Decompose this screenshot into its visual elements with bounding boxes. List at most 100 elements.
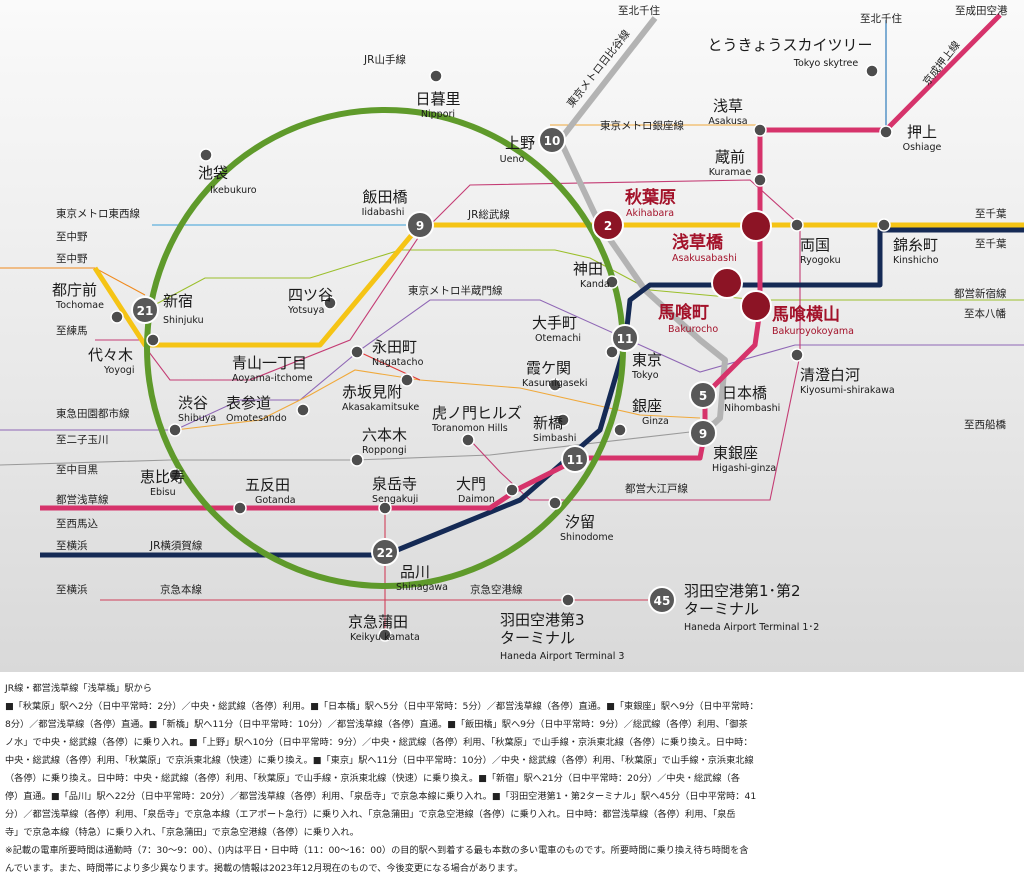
svg-text:虎ノ門ヒルズ: 虎ノ門ヒルズ (432, 404, 522, 422)
svg-text:Shinodome: Shinodome (560, 532, 614, 543)
svg-text:Ginza: Ginza (642, 416, 669, 427)
svg-text:Asakusabashi: Asakusabashi (672, 253, 737, 264)
line-labels: JR山手線 JR総武線 東京メトロ東西線 東京メトロ半蔵門線 東京メトロ銀座線 … (56, 27, 1007, 596)
hibiya-thick (557, 16, 728, 435)
keisei-label: 京成押上線 (920, 38, 963, 88)
svg-text:都庁前: 都庁前 (52, 281, 97, 299)
badge-haneda12: 45 (648, 586, 676, 614)
svg-text:馬喰町: 馬喰町 (658, 302, 709, 323)
notes-line: ※記載の電車所要時間は通勤時（7：30〜9：00）、()内は平日・日中時（11：… (5, 845, 749, 856)
svg-text:至横浜: 至横浜 (56, 539, 88, 552)
minute-badges: 2 10 9 21 11 5 9 11 22 45 (131, 126, 717, 614)
station-ueno: 上野 Ueno (500, 134, 535, 165)
svg-text:新宿: 新宿 (163, 292, 193, 310)
svg-text:馬喰横山: 馬喰横山 (772, 304, 840, 325)
svg-text:汐留: 汐留 (565, 513, 595, 531)
badge-tokyo: 11 (611, 324, 639, 352)
svg-text:Ebisu: Ebisu (150, 487, 176, 498)
oedo-label: 都営大江戸線 (625, 482, 688, 495)
svg-text:浅草橋: 浅草橋 (672, 232, 724, 253)
svg-text:清澄白河: 清澄白河 (800, 366, 860, 384)
svg-text:押上: 押上 (907, 123, 937, 141)
asakusa-line (40, 13, 1002, 511)
notes-line: ■「秋葉原」駅へ2分（日中平常時：2分）／中央・総武線（各停）利用。■「日本橋」… (5, 701, 759, 712)
svg-text:Yoyogi: Yoyogi (103, 365, 134, 376)
svg-text:Higashi-ginza: Higashi-ginza (712, 463, 776, 474)
svg-text:5: 5 (699, 389, 707, 403)
svg-text:至中野: 至中野 (56, 230, 88, 243)
svg-text:池袋: 池袋 (198, 164, 228, 182)
asakusa-label: 都営浅草線 (56, 493, 109, 506)
svg-text:至成田空港: 至成田空港 (955, 4, 1008, 17)
svg-text:Akasakamitsuke: Akasakamitsuke (342, 402, 419, 413)
asakusabashi-dot (740, 210, 772, 242)
svg-text:永田町: 永田町 (372, 338, 417, 356)
svg-text:21: 21 (137, 304, 154, 318)
svg-text:日本橋: 日本橋 (722, 384, 767, 402)
badge-shimbashi: 11 (561, 445, 589, 473)
svg-text:10: 10 (544, 134, 561, 148)
svg-text:11: 11 (617, 332, 634, 346)
notes-line: 中央・総武線（各停）利用、「秋葉原」で京浜東北線（快速）に乗り換え。■「東京」駅… (5, 755, 754, 766)
notes-line: （各停）に乗り換え。日中時：中央・総武線（各停）利用、「秋葉原」で山手線・京浜東… (5, 773, 740, 784)
svg-text:Kasumigaseki: Kasumigaseki (522, 378, 588, 389)
keikyu-airport-label: 京急空港線 (470, 583, 523, 596)
keikyu-label: 京急本線 (160, 583, 202, 596)
sobu-label: JR総武線 (467, 208, 510, 221)
svg-text:羽田空港第3: 羽田空港第3 (500, 611, 585, 629)
svg-text:Toranomon Hills: Toranomon Hills (431, 423, 508, 434)
notes-line: 分）／都営浅草線（各停）利用、「泉岳寺」で京急本線（エアポート急行）に乗り入れ、… (5, 809, 736, 820)
svg-text:飯田橋: 飯田橋 (362, 188, 407, 206)
svg-text:渋谷: 渋谷 (178, 394, 208, 412)
svg-text:神田: 神田 (573, 260, 603, 278)
svg-text:Kinshicho: Kinshicho (893, 255, 939, 266)
svg-text:Nihombashi: Nihombashi (724, 403, 780, 414)
navy-line (40, 227, 1024, 558)
svg-text:京急蒲田: 京急蒲田 (348, 613, 408, 631)
svg-text:Ueno: Ueno (500, 154, 525, 165)
svg-text:至北千住: 至北千住 (860, 12, 902, 25)
svg-text:至千葉: 至千葉 (975, 237, 1007, 250)
svg-text:新橋: 新橋 (533, 414, 563, 432)
svg-text:Shinjuku: Shinjuku (163, 315, 204, 326)
svg-text:ターミナル: ターミナル (684, 600, 759, 618)
notes-line: 寺」で京急本線（特急）に乗り入れ、「京急蒲田」で京急空港線（各停）に乗り入れ。 (5, 827, 359, 838)
station-shinjuku: 新宿 Shinjuku (163, 292, 204, 326)
svg-text:上野: 上野 (505, 134, 535, 152)
svg-text:羽田空港第1･第2: 羽田空港第1･第2 (684, 582, 801, 600)
thin-lines (0, 20, 1024, 640)
svg-text:Simbashi: Simbashi (533, 433, 576, 444)
svg-text:青山一丁目: 青山一丁目 (232, 354, 307, 372)
svg-text:至本八幡: 至本八幡 (964, 307, 1006, 320)
svg-text:Yotsuya: Yotsuya (287, 305, 325, 316)
svg-text:大手町: 大手町 (532, 314, 577, 332)
svg-text:2: 2 (604, 219, 612, 233)
hanzomon-line (0, 299, 1024, 431)
svg-text:Nagatacho: Nagatacho (372, 357, 424, 368)
svg-text:赤坂見附: 赤坂見附 (342, 383, 402, 401)
svg-text:至北千住: 至北千住 (618, 4, 660, 17)
badge-akihabara: 2 (592, 209, 624, 241)
notes-line: んでいます。また、時間帯により多少異なります。掲載の情報は2023年12月現在の… (5, 863, 524, 874)
tozai-label: 東京メトロ東西線 (56, 207, 140, 220)
hanzomon-label: 東京メトロ半蔵門線 (408, 284, 503, 297)
highlight-dots (711, 210, 772, 322)
